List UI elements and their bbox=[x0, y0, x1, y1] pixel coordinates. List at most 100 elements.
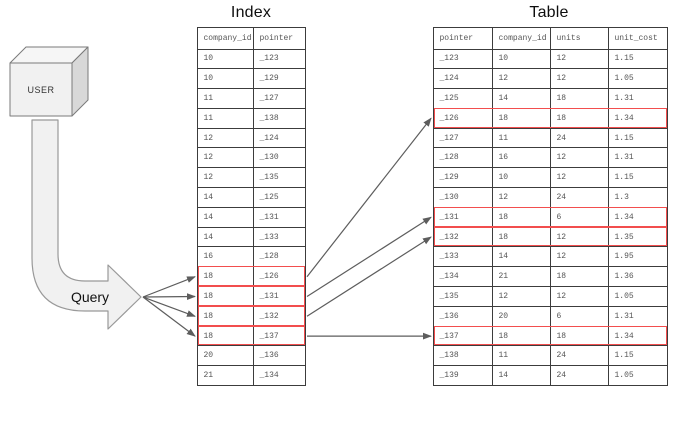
table-row: 14_131 bbox=[197, 206, 305, 227]
fan-arrow bbox=[142, 296, 196, 337]
link-arrow bbox=[306, 216, 432, 298]
table-cell: 11 bbox=[203, 93, 214, 103]
table-row: 14_133 bbox=[197, 226, 305, 247]
table-cell: _124 bbox=[252, 128, 305, 148]
header-cell: pointer bbox=[252, 27, 305, 49]
table-cell: 1.15 bbox=[607, 49, 667, 69]
table-cell: 14 bbox=[491, 247, 550, 267]
link-arrow bbox=[306, 117, 432, 278]
table-cell: 1.05 bbox=[607, 287, 667, 306]
header-cell: unit_cost bbox=[607, 27, 667, 49]
table-cell: _129 bbox=[252, 69, 305, 89]
fan-arrow bbox=[142, 296, 196, 317]
table-cell: 1.95 bbox=[607, 247, 667, 267]
table-cell: 1.3 bbox=[607, 188, 667, 207]
table-cell: _131 bbox=[252, 287, 305, 306]
table-cell: 18 bbox=[549, 326, 608, 346]
table-cell: 12 bbox=[549, 227, 608, 247]
table-cell: 20 bbox=[491, 306, 550, 326]
header-cell: units bbox=[549, 27, 608, 49]
table-cell: 21 bbox=[491, 267, 550, 287]
table-cell: _139 bbox=[439, 371, 459, 381]
link-arrow bbox=[306, 236, 432, 317]
table-cell: _130 bbox=[252, 148, 305, 168]
table-cell: 18 bbox=[491, 108, 550, 128]
table-cell: _128 bbox=[252, 247, 305, 267]
table-cell: 18 bbox=[491, 326, 550, 346]
table-cell: 1.35 bbox=[607, 227, 667, 247]
table-cell: _127 bbox=[439, 133, 459, 143]
table-cell: 1.15 bbox=[607, 128, 667, 148]
table-cell: 1.15 bbox=[607, 168, 667, 188]
query-label: Query bbox=[71, 289, 109, 305]
table-cell: 1.05 bbox=[607, 366, 667, 386]
table-row: 18 _137 bbox=[197, 325, 305, 346]
table-cell: _134 bbox=[439, 272, 459, 282]
arrows-layer bbox=[142, 117, 432, 340]
table-row: 18_126 bbox=[197, 266, 305, 287]
table-cell: _128 bbox=[439, 153, 459, 163]
table-cell: 14 bbox=[203, 232, 214, 242]
user-label: USER bbox=[27, 85, 54, 95]
table-cell: 10 bbox=[491, 49, 550, 69]
table-row: 12 _135 bbox=[197, 167, 305, 188]
fan-arrow bbox=[142, 293, 196, 300]
table-cell: _127 bbox=[252, 89, 305, 108]
table-cell: 1.05 bbox=[607, 69, 667, 89]
query-arrow bbox=[31, 119, 142, 330]
table-cell: _138 bbox=[439, 351, 459, 361]
table-cell: _126 bbox=[439, 113, 459, 123]
table-cell: 18 bbox=[203, 272, 214, 282]
header-cell: company_id bbox=[203, 33, 252, 43]
table-cell: 12 bbox=[549, 69, 608, 89]
table-cell: 1.34 bbox=[607, 207, 667, 227]
table-cell: _136 bbox=[439, 311, 459, 321]
table-cell: 12 bbox=[491, 69, 550, 89]
table-cell: 12 bbox=[203, 173, 214, 183]
table-cell: 11 bbox=[491, 128, 550, 148]
table-cell: 18 bbox=[491, 207, 550, 227]
table-cell: 12 bbox=[549, 168, 608, 188]
table-cell: 1.15 bbox=[607, 346, 667, 366]
table-cell: _137 bbox=[252, 326, 305, 346]
table-row: 10_123 bbox=[197, 48, 305, 69]
table-cell: _131 bbox=[439, 212, 459, 222]
table-cell: _125 bbox=[252, 188, 305, 207]
table-row: 20_136 bbox=[197, 345, 305, 366]
fan-arrow bbox=[142, 276, 196, 298]
table-cell: _135 bbox=[252, 168, 305, 188]
header-cell: pointer bbox=[439, 33, 474, 43]
table-cell: 14 bbox=[203, 192, 214, 202]
table-cell: 12 bbox=[549, 287, 608, 306]
table-cell: 14 bbox=[203, 212, 214, 222]
table-cell: 18 bbox=[203, 291, 214, 301]
table-cell: 6 bbox=[549, 306, 608, 326]
table-cell: 12 bbox=[203, 153, 214, 163]
table-cell: 18 bbox=[491, 227, 550, 247]
table-cell: 12 bbox=[549, 49, 608, 69]
table-cell: 18 bbox=[203, 331, 214, 341]
table-cell: _123 bbox=[439, 54, 459, 64]
table-cell: 11 bbox=[491, 346, 550, 366]
table-row: 21_134 bbox=[197, 365, 305, 386]
cube-front-face bbox=[9, 62, 73, 117]
header-cell: company_id bbox=[491, 27, 550, 49]
table-cell: 6 bbox=[549, 207, 608, 227]
table-row: 11 _127 bbox=[197, 88, 305, 108]
table-cell: _138 bbox=[252, 108, 305, 128]
